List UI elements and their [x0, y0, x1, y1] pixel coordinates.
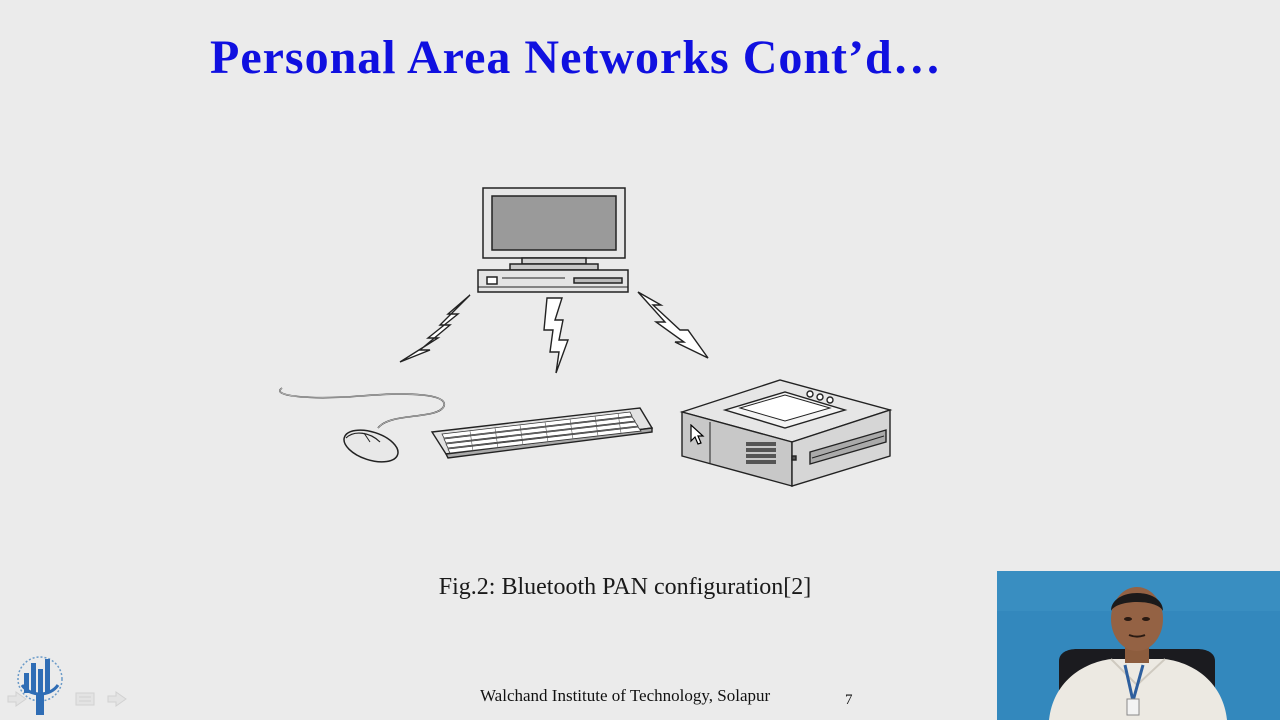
- pan-figure: [279, 187, 893, 487]
- keyboard-icon: [430, 407, 654, 459]
- presenter-webcam: [997, 571, 1280, 720]
- figure-caption: Fig.2: Bluetooth PAN configuration[2]: [438, 574, 812, 600]
- mouse-pointer-icon: [690, 424, 705, 445]
- next-slide-icon[interactable]: [107, 691, 127, 707]
- computer-icon: [477, 187, 629, 293]
- slide-nav-controls[interactable]: [4, 688, 128, 710]
- prev-slide-icon[interactable]: [7, 691, 27, 707]
- printer-icon: [679, 379, 893, 487]
- mouse-icon: [279, 387, 445, 463]
- institute-logo: [17, 656, 63, 715]
- footer-institution: Walchand Institute of Technology, Solapu…: [480, 686, 771, 705]
- page-number: 7: [845, 692, 853, 708]
- slide-title: Personal Area Networks Cont’d…: [210, 31, 942, 84]
- presenter-image: [997, 571, 1280, 720]
- lightning-bolt-icon: [637, 291, 709, 359]
- lightning-bolt-icon: [543, 297, 569, 374]
- lightning-bolt-icon: [399, 294, 471, 363]
- slide-menu-icon[interactable]: [75, 692, 95, 706]
